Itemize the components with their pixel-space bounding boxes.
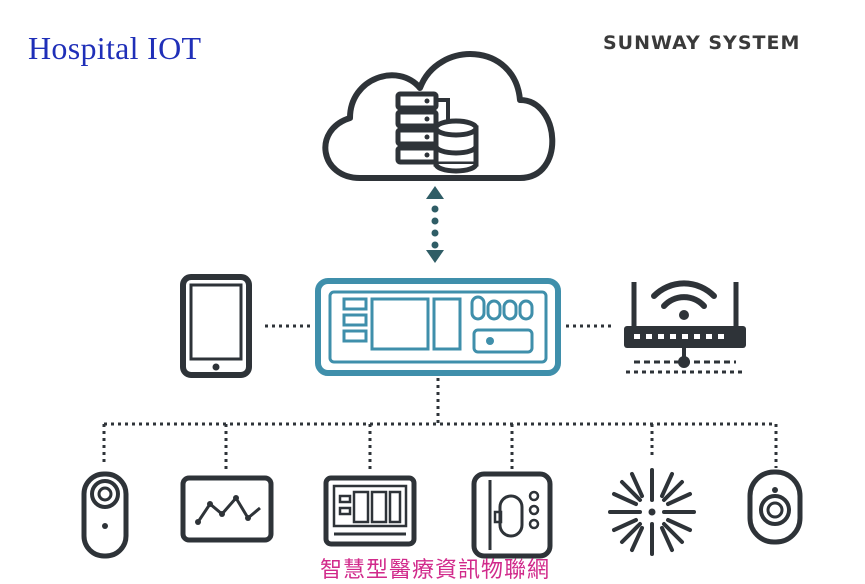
display-panel-icon xyxy=(323,475,417,547)
brand-logo: SUNWAY SYSTEM xyxy=(603,32,801,54)
device-bus xyxy=(102,378,778,470)
page-title: Hospital IOT xyxy=(28,30,202,66)
cloud-server-database-icon xyxy=(322,51,556,181)
tablet-icon xyxy=(180,274,252,378)
vital-signs-monitor-icon xyxy=(180,475,274,543)
caption-text: 智慧型醫療資訊物聯網 xyxy=(319,558,550,583)
call-button-icon xyxy=(747,469,803,545)
wearable-tag-icon xyxy=(81,471,129,559)
wifi-router-icon xyxy=(624,280,746,374)
gateway-console-icon xyxy=(315,278,561,376)
cloud-link-arrow xyxy=(426,186,444,263)
control-unit-icon xyxy=(471,471,553,559)
sensor-starburst-icon xyxy=(608,468,696,556)
